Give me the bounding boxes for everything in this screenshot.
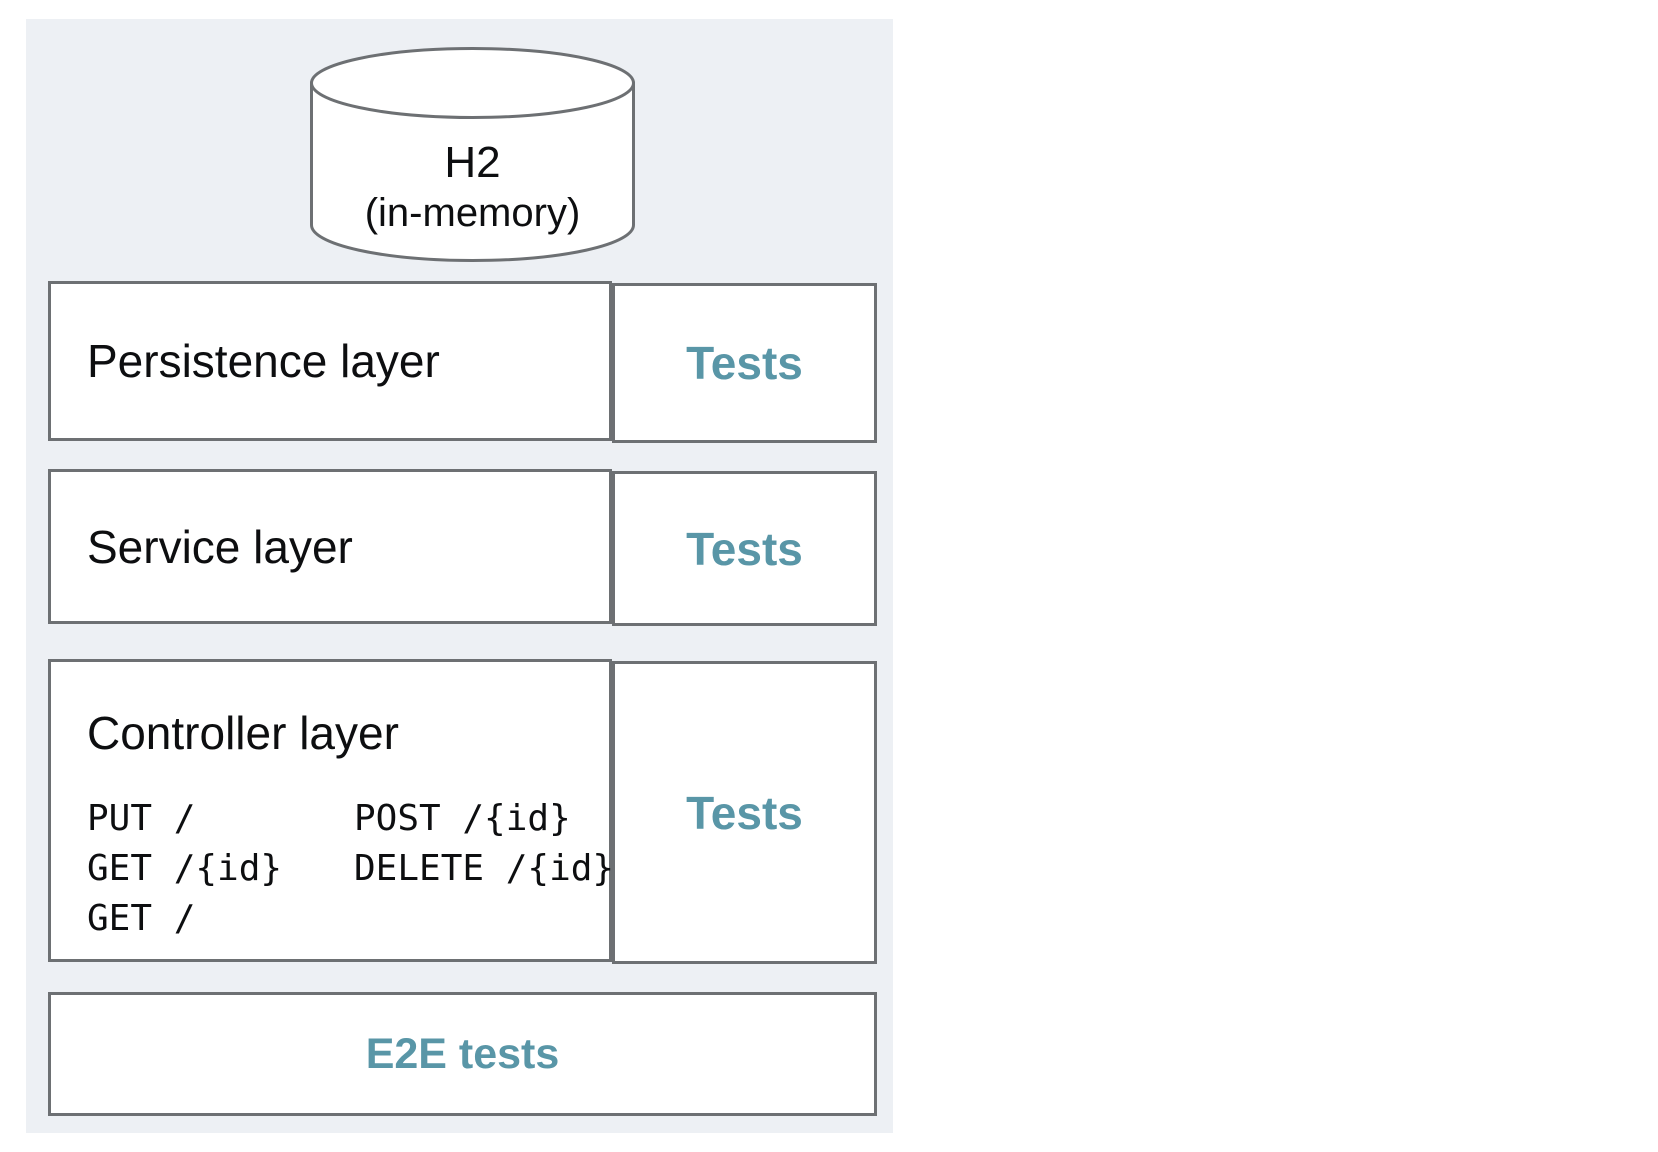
architecture-panel: H2 (in-memory) Persistence layer Tests S… <box>26 19 893 1133</box>
service-layer-label: Service layer <box>87 520 353 573</box>
controller-layer-box: Controller layer PUT / GET /{id} GET / P… <box>48 659 614 962</box>
persistence-tests-box: Tests <box>612 283 877 443</box>
endpoint-get-id: GET /{id} <box>87 848 283 889</box>
service-layer-box: Service layer <box>48 469 612 624</box>
database-name: H2 <box>444 138 501 187</box>
database-subtitle: (in-memory) <box>364 191 581 235</box>
controller-tests-box: Tests <box>612 661 877 964</box>
endpoint-get-root: GET / <box>87 898 196 939</box>
service-tests-label: Tests <box>686 522 803 575</box>
h2-database-cylinder: H2 (in-memory) <box>310 47 635 262</box>
controller-tests-label: Tests <box>686 786 803 839</box>
database-cylinder-shape <box>310 47 635 262</box>
controller-endpoints: PUT / GET /{id} GET / POST /{id} DELETE … <box>87 798 614 948</box>
service-tests-box: Tests <box>612 471 877 626</box>
persistence-tests-label: Tests <box>686 337 803 389</box>
persistence-layer-label: Persistence layer <box>87 335 440 387</box>
e2e-tests-label: E2E tests <box>365 1029 560 1078</box>
controller-layer-label: Controller layer <box>87 707 399 759</box>
endpoint-post-id: POST /{id} <box>354 798 571 839</box>
database-text: H2 (in-memory) <box>310 118 635 256</box>
endpoint-put-root: PUT / <box>87 798 196 839</box>
e2e-tests-box: E2E tests <box>48 992 877 1116</box>
endpoint-delete-id: DELETE /{id} <box>354 848 615 889</box>
controller-layer-content: Controller layer PUT / GET /{id} GET / P… <box>51 662 614 948</box>
persistence-layer-box: Persistence layer <box>48 281 612 441</box>
